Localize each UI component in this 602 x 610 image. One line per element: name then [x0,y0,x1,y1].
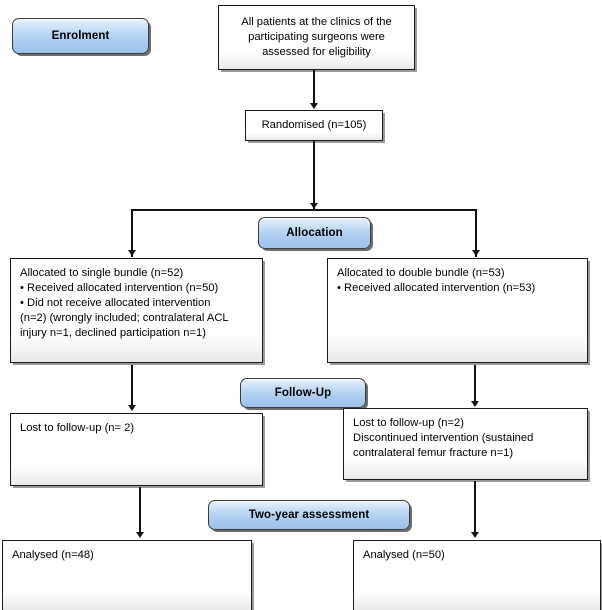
connector-lost-double-to-analysed [474,481,476,535]
node-analysed-single: Analysed (n=48) [2,540,252,610]
node-lost-double: Lost to follow-up (n=2) Discontinued int… [343,408,588,480]
node-allocated-single-line-4: (n=2) (wrongly included; contralateral A… [20,312,229,324]
arrowhead-lost-double-to-analysed [471,532,479,538]
node-allocated-single-text: Allocated to single bundle (n=52) • Rece… [20,266,253,341]
node-lost-single: Lost to follow-up (n= 2) [10,413,263,486]
node-lost-double-line-1: Lost to follow-up (n=2) [353,417,465,429]
node-analysed-double-text: Analysed (n=50) [363,548,591,563]
node-lost-single-text: Lost to follow-up (n= 2) [20,421,253,436]
arrowhead-split-to-double [472,250,480,256]
node-eligibility-line-1: All patients at the clinics of the [241,16,392,28]
node-allocated-single-line-1: Allocated to single bundle (n=52) [20,267,184,279]
arrowhead-lost-single-to-analysed [136,532,144,538]
stage-label-allocation: Allocation [258,217,371,249]
node-analysed-double: Analysed (n=50) [353,540,601,610]
stage-label-two-year-assessment-text: Two-year assessment [248,509,370,521]
node-eligibility-line-3: assessed for eligibility [262,46,371,58]
node-lost-double-line-2: Discontinued intervention (sustained [353,432,534,444]
node-allocated-double: Allocated to double bundle (n=53) • Rece… [327,258,588,363]
stage-label-follow-up: Follow-Up [240,378,366,408]
node-lost-double-text: Lost to follow-up (n=2) Discontinued int… [353,416,578,461]
node-randomised-text: Randomised (n=105) [254,118,374,133]
node-lost-double-line-3: contralateral femur fracture n=1) [353,447,514,459]
node-eligibility-line-2: participating surgeons were [248,31,385,43]
node-analysed-single-text: Analysed (n=48) [12,548,242,563]
stage-label-follow-up-text: Follow-Up [274,387,332,399]
arrowhead-split-to-single [128,250,136,256]
node-randomised: Randomised (n=105) [245,110,383,141]
node-lost-single-line-1: Lost to follow-up (n= 2) [20,422,135,434]
connector-double-to-lost [474,365,476,405]
connector-eligibility-to-randomised [313,70,315,104]
node-analysed-double-line-1: Analysed (n=50) [363,549,445,561]
stage-label-enrolment: Enrolment [12,18,149,54]
connector-split-to-double [475,209,477,257]
stage-label-two-year-assessment: Two-year assessment [208,500,410,530]
node-analysed-single-line-1: Analysed (n=48) [12,549,94,561]
stage-label-enrolment-text: Enrolment [51,30,110,42]
connector-randomised-to-split [313,141,315,210]
stage-label-allocation-text: Allocation [286,227,343,239]
connector-lost-single-to-analysed [139,487,141,535]
connector-single-to-lost [131,365,133,409]
arrowhead-single-to-lost [128,405,136,411]
node-allocated-double-line-1: Allocated to double bundle (n=53) [337,267,505,279]
node-allocated-single: Allocated to single bundle (n=52) • Rece… [10,258,263,363]
node-eligibility: All patients at the clinics of the parti… [218,5,415,70]
node-allocated-double-text: Allocated to double bundle (n=53) • Rece… [337,266,578,296]
arrowhead-double-to-lost [471,401,479,407]
node-allocated-single-line-2: • Received allocated intervention (n=50) [20,282,219,294]
node-allocated-single-line-3: • Did not receive allocated intervention [20,297,211,309]
connector-allocation-split-bus [131,209,477,211]
connector-split-to-single [131,209,133,257]
node-randomised-line-1: Randomised (n=105) [261,119,367,131]
node-allocated-single-line-5: injury n=1, declined participation n=1) [20,327,206,339]
arrowhead-eligibility-to-randomised [310,103,318,109]
node-eligibility-text: All patients at the clinics of the parti… [227,15,406,60]
arrowhead-randomised-to-split [310,203,318,209]
node-allocated-double-line-2: • Received allocated intervention (n=53) [337,282,536,294]
